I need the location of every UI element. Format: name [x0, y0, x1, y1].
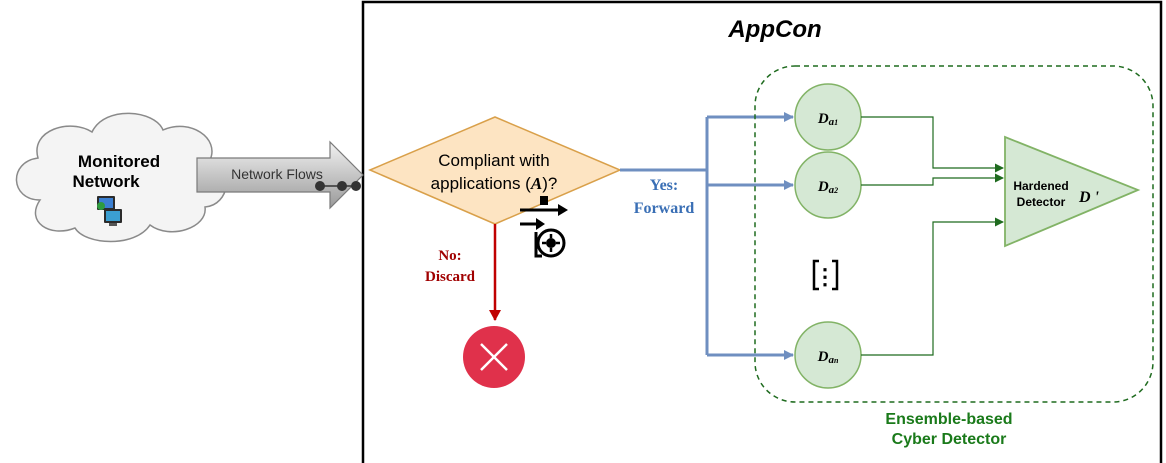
ensemble-caption-line2: Cyber Detector — [892, 431, 1007, 448]
ensemble-connectors — [861, 116, 1004, 356]
ensemble-caption-line1: Ensemble-based — [885, 411, 1012, 428]
discard-branch: No: Discard — [425, 224, 525, 388]
svg-text:Da1: Da1 — [817, 111, 838, 128]
discard-label: Discard — [425, 269, 476, 285]
network-flows-label: Network Flows — [231, 166, 323, 182]
forward-branch: Yes: Forward — [620, 112, 794, 360]
ellipsis-text: ⋮ — [814, 264, 836, 289]
hardened-symbol: D ' — [1078, 189, 1100, 206]
discard-icon — [463, 326, 525, 388]
detector-node-1: Da1 — [794, 83, 862, 151]
hardened-line2: Detector — [1017, 195, 1066, 209]
forward-gear-icon — [520, 196, 568, 258]
appcon-frame — [361, 0, 1163, 463]
yes-label: Yes: — [650, 177, 678, 194]
cloud-label-line1: Monitored — [78, 152, 160, 171]
monitored-network-cloud: Monitored Network — [15, 112, 227, 243]
network-flows-arrow: Network Flows — [196, 140, 364, 210]
svg-text:Da2: Da2 — [817, 179, 838, 196]
hardened-detector: Hardened Detector D ' — [1004, 135, 1141, 248]
decision-diamond: Compliant with applications (A)? — [368, 116, 622, 225]
ellipsis-icon: ⋮ — [812, 259, 839, 291]
cloud-label-line2: Network — [72, 172, 140, 191]
appcon-title: AppCon — [727, 16, 821, 43]
hardened-line1: Hardened — [1013, 179, 1068, 193]
svg-text:Dan: Dan — [817, 349, 839, 366]
connector-icon — [315, 181, 361, 191]
computer-icon — [97, 196, 122, 226]
decision-line1: Compliant with — [438, 151, 550, 170]
detector-node-n: Dan — [794, 321, 862, 389]
no-label: No: — [438, 248, 461, 264]
ensemble-box — [754, 65, 1154, 403]
forward-label: Forward — [634, 200, 695, 217]
decision-line2: applications (A)? — [431, 174, 558, 193]
detector-node-2: Da2 — [794, 151, 862, 219]
